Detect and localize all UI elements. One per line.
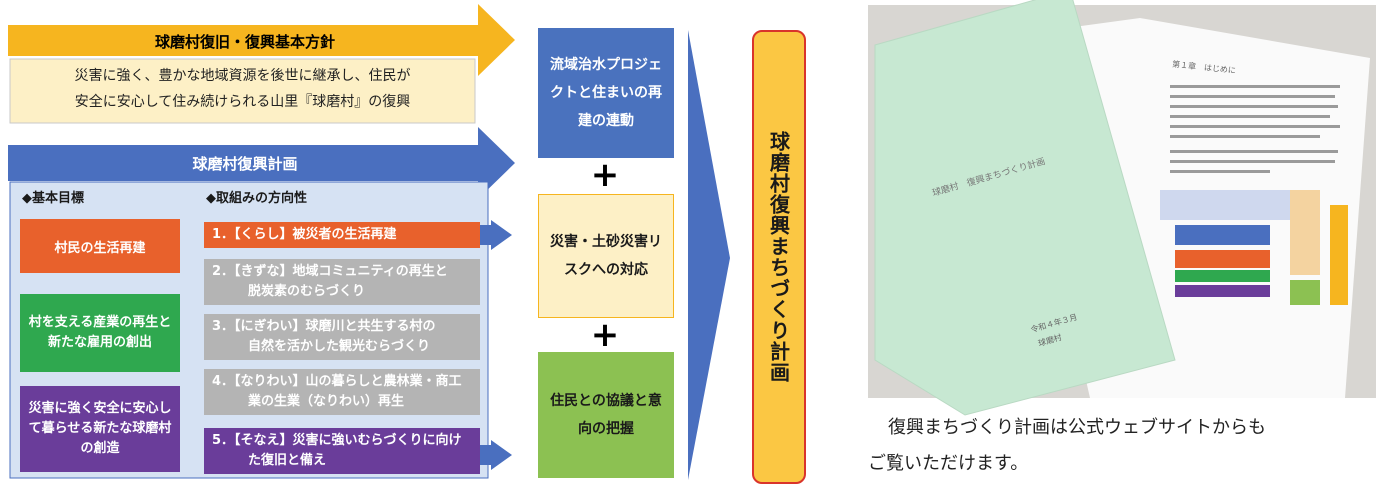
big-chevron — [688, 30, 730, 480]
link-box-1: 流域治水プロジェクトと住まいの再建の連動 — [538, 28, 674, 158]
direction-5: 5．【そなえ】災害に強いむらづくりに向け た復旧と備え — [204, 428, 480, 474]
direction-5-line2: た復旧と備え — [248, 453, 327, 468]
direction-1-arrow — [478, 220, 512, 250]
goals-heading: ◆基本目標 — [22, 191, 84, 206]
direction-1: 1．【くらし】被災者の生活再建 — [204, 222, 480, 248]
policy-arrow — [8, 4, 515, 76]
caption-line1: 復興まちづくり計画は公式ウェブサイトからも — [888, 417, 1266, 438]
plan-arrow — [8, 127, 515, 199]
caption-line2: ご覧いただけます。 — [868, 453, 1029, 474]
direction-5-line1: 5．【そなえ】災害に強いむらづくりに向け — [212, 433, 462, 448]
direction-1-text: 1．【くらし】被災者の生活再建 — [212, 227, 397, 242]
direction-3-line2: 自然を活かした観光むらづくり — [248, 339, 431, 354]
plan-title: 球磨村復興計画 — [192, 154, 298, 173]
goal-box-1: 村民の生活再建 — [20, 219, 180, 273]
direction-2-line1: 2．【きずな】地域コミュニティの再生と — [212, 264, 448, 279]
photo-caption: 復興まちづくり計画は公式ウェブサイトからも ご覧いただけます。 — [868, 410, 1378, 482]
direction-2-line2: 脱炭素のむらづくり — [248, 284, 366, 299]
document-photo — [868, 0, 1376, 416]
goal-box-2: 村を支える産業の再生と新たな雇用の創出 — [20, 294, 180, 372]
link-box-2: 災害・土砂災害リスクへの対応 — [538, 194, 674, 318]
direction-4-line2: 業の生業（なりわい）再生 — [248, 394, 405, 409]
policy-body: 災害に強く、豊かな地域資源を後世に継承し、住民が 安全に安心して住み続けられる山… — [10, 63, 475, 119]
policy-title: 球磨村復旧・復興基本方針 — [154, 32, 335, 51]
policy-body-line1: 災害に強く、豊かな地域資源を後世に継承し、住民が — [74, 68, 411, 84]
goal-box-3: 災害に強く安全に安心して暮らせる新たな球磨村の創造 — [20, 386, 180, 472]
direction-4: 4．【なりわい】山の暮らしと農林業・商工 業の生業（なりわい）再生 — [204, 369, 480, 415]
plus-sign-2: + — [590, 315, 620, 355]
result-title: 球磨村復興まちづくり計画 — [766, 131, 791, 383]
direction-5-arrow — [478, 440, 512, 470]
direction-3: 3．【にぎわい】球磨川と共生する村の 自然を活かした観光むらづくり — [204, 314, 480, 360]
link-box-3: 住民との協議と意向の把握 — [538, 352, 674, 478]
policy-body-line2: 安全に安心して住み続けられる山里『球磨村』の復興 — [74, 94, 411, 110]
result-box: 球磨村復興まちづくり計画 — [752, 30, 806, 484]
direction-3-line1: 3．【にぎわい】球磨川と共生する村の — [212, 319, 436, 334]
policy-body-box — [9, 58, 476, 124]
direction-4-line1: 4．【なりわい】山の暮らしと農林業・商工 — [212, 374, 462, 389]
directions-heading: ◆取組みの方向性 — [206, 191, 307, 206]
direction-2: 2．【きずな】地域コミュニティの再生と 脱炭素のむらづくり — [204, 259, 480, 305]
plus-sign-1: + — [590, 155, 620, 195]
